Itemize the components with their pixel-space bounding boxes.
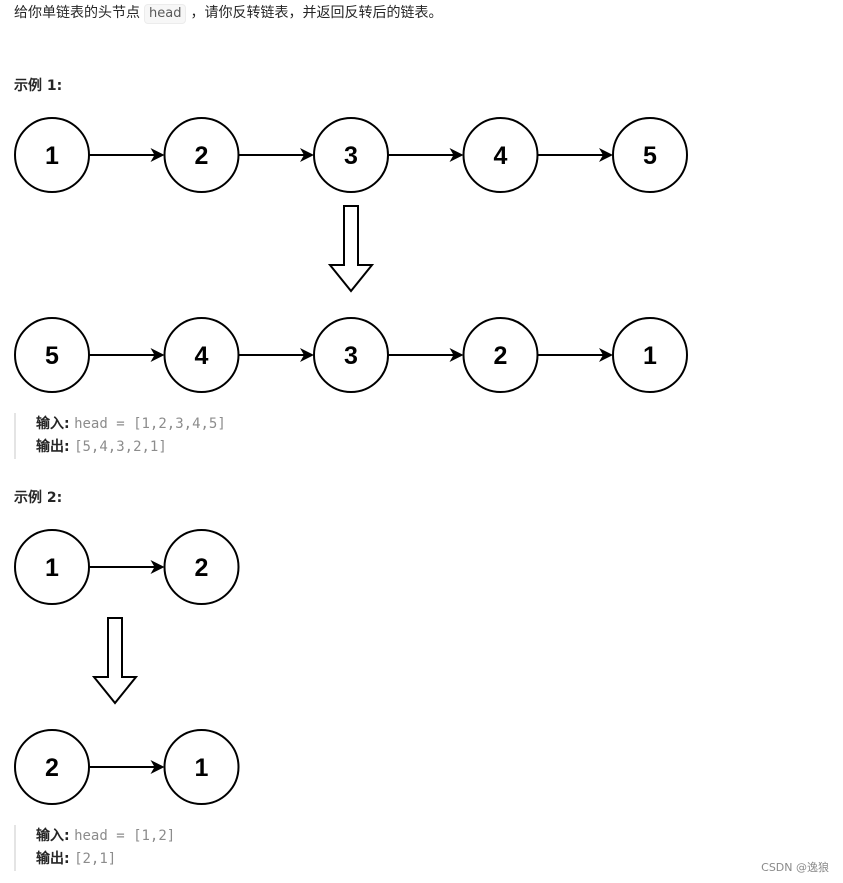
reversed-list: 5 4 3 2 1 [14,317,688,393]
list-node: 2 [163,117,240,193]
inline-code-head: head [144,4,187,24]
intro-text-after: ，请你反转链表，并返回反转后的链表。 [190,5,443,21]
arrow-head-icon [300,348,314,362]
node-value: 1 [45,142,59,170]
list-node: 1 [163,729,240,805]
node-value: 3 [344,142,358,170]
node-circle [462,117,539,193]
output-value: [2,1] [74,851,117,867]
list-node: 2 [462,317,539,393]
example-2-input-line: 输入: head = [1,2] [36,825,175,848]
output-label: 输出: [36,851,70,867]
input-label: 输入: [36,416,70,432]
output-label: 输出: [36,439,70,455]
example-1-output-line: 输出: [5,4,3,2,1] [36,436,226,459]
example-1-diagram: 1 2 3 4 5 5 4 3 2 1 [14,117,688,393]
arrow-head-icon [449,148,464,162]
node-value: 5 [45,342,59,370]
example-1-title: 示例 1: [14,78,63,94]
example-2-title: 示例 2: [14,490,63,506]
example-1-input-line: 输入: head = [1,2,3,4,5] [36,413,226,436]
list-node: 5 [612,117,688,193]
example-2-output-line: 输出: [2,1] [36,848,175,871]
arrow-head-icon [599,148,613,162]
list-node: 2 [163,529,240,605]
node-value: 2 [195,142,209,170]
node-circle [163,117,240,193]
list-node: 3 [313,317,389,393]
node-value: 1 [195,754,209,782]
node-circle [14,117,90,193]
example-1-io: 输入: head = [1,2,3,4,5] 输出: [5,4,3,2,1] [14,413,226,459]
list-node: 1 [612,317,688,393]
node-value: 5 [643,142,657,170]
node-circle [313,117,389,193]
node-value: 2 [45,754,59,782]
node-value: 2 [195,554,209,582]
output-value: [5,4,3,2,1] [74,439,167,455]
node-circle [163,729,240,805]
node-value: 4 [195,342,209,370]
down-arrow-icon [91,617,139,705]
node-circle [163,529,240,605]
list-node: 4 [163,317,240,393]
list-node: 1 [14,117,90,193]
list-node: 2 [14,729,90,805]
input-label: 输入: [36,828,70,844]
node-value: 1 [45,554,59,582]
list-node: 4 [462,117,539,193]
arrow-head-icon [599,348,613,362]
arrow-head-icon [449,348,464,362]
node-value: 3 [344,342,358,370]
down-arrow-icon [327,205,375,293]
arrow-head-icon [150,760,165,774]
node-circle [14,729,90,805]
node-circle [14,529,90,605]
arrow-head-icon [150,560,165,574]
node-circle [163,317,240,393]
node-circle [313,317,389,393]
node-circle [462,317,539,393]
list-node: 5 [14,317,90,393]
node-circle [612,317,688,393]
node-value: 1 [643,342,657,370]
original-list: 1 2 3 4 5 [14,117,688,193]
node-circle [612,117,688,193]
list-node: 1 [14,529,90,605]
arrow-head-icon [150,148,165,162]
list-node: 3 [313,117,389,193]
arrow-head-icon [150,348,165,362]
node-value: 2 [494,342,508,370]
input-value: head = [1,2] [74,828,176,844]
input-value: head = [1,2,3,4,5] [74,416,226,432]
arrow-head-icon [300,148,314,162]
intro-text-before: 给你单链表的头节点 [14,5,140,21]
node-circle [14,317,90,393]
watermark: CSDN @逸狼 [761,861,829,874]
node-value: 4 [494,142,508,170]
example-2-io: 输入: head = [1,2] 输出: [2,1] [14,825,175,871]
